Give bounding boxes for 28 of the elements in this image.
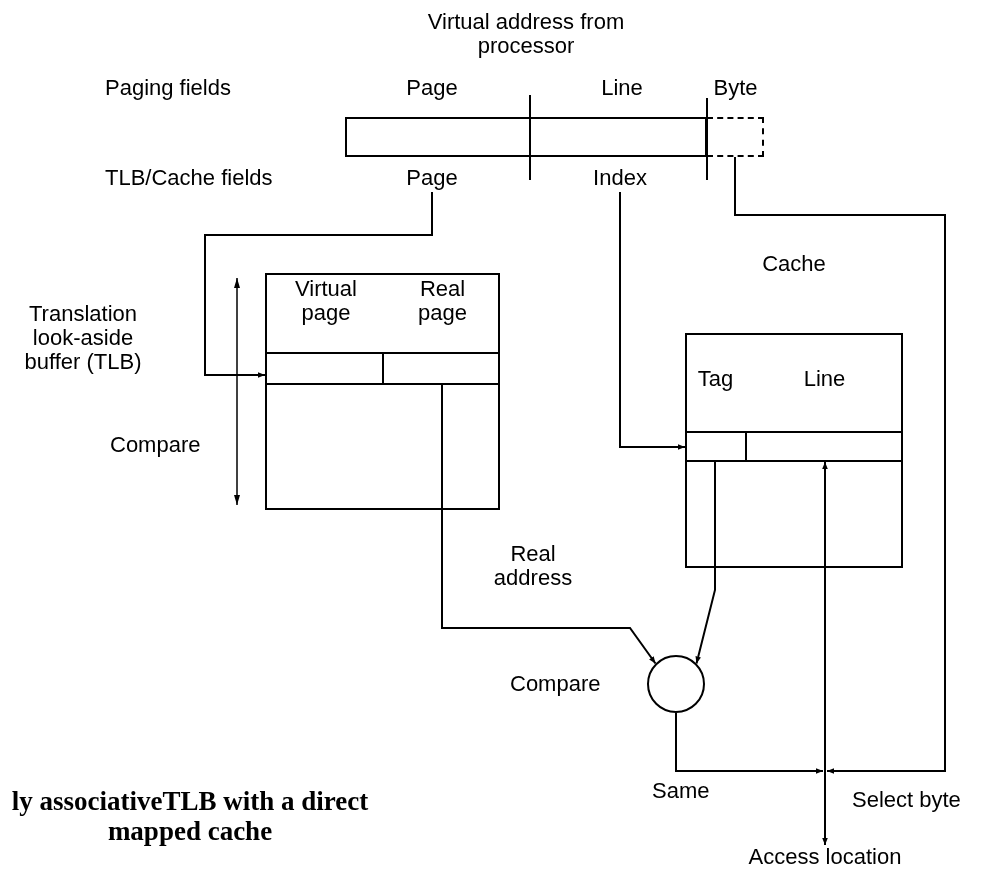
field-label: Page <box>392 166 472 192</box>
arrow <box>204 191 433 378</box>
compare-circle <box>647 655 705 713</box>
arrow <box>619 191 686 450</box>
field-label: Paging fields <box>105 76 231 100</box>
node-caption: Line <box>600 76 644 100</box>
node-caption: Compare <box>510 672 601 696</box>
field-label: Translation look-aside buffer (TLB) <box>23 302 143 374</box>
arrow <box>441 384 657 665</box>
field-label: TLB/Cache fields <box>105 166 273 190</box>
field-label: Byte <box>712 76 759 100</box>
tlb-table <box>265 273 500 510</box>
output-label: Access location <box>740 845 910 871</box>
column-header: Line <box>802 367 847 391</box>
column-header: Virtual page <box>294 277 358 325</box>
arrow <box>734 156 946 774</box>
column-header: Tag <box>696 367 735 391</box>
field-label: Compare <box>110 433 201 457</box>
column-header: Real page <box>417 277 468 325</box>
arrow <box>695 461 716 665</box>
arrow <box>675 712 824 774</box>
node-caption: Page <box>405 76 459 100</box>
caption: ly associativeTLB with a direct mapped cache <box>10 786 370 846</box>
heading: Virtual address from processor <box>426 10 626 58</box>
field-label: Index <box>580 166 660 192</box>
arrow <box>822 461 828 846</box>
table-heading: Cache <box>761 252 827 276</box>
edge-label: Select byte <box>852 788 961 812</box>
